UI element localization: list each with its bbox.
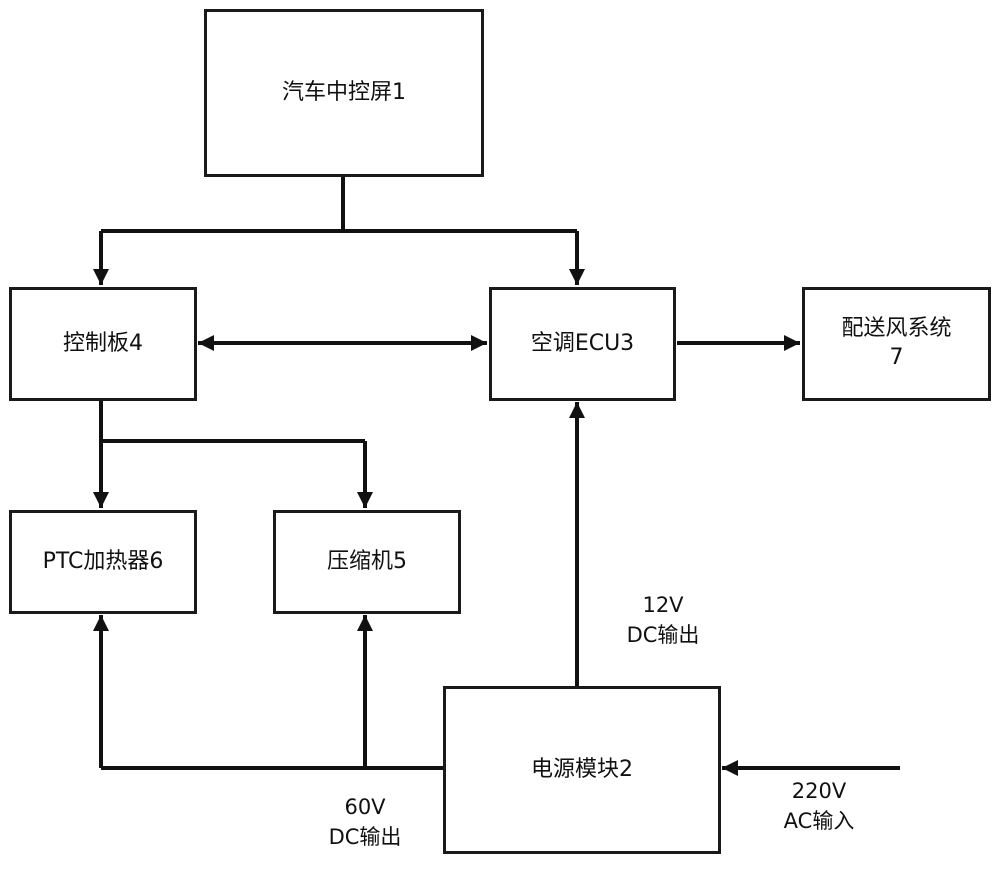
node-ac-ecu-label: 空调ECU3 [530, 330, 635, 356]
node-power-module-label: 电源模块2 [531, 756, 633, 782]
label-220v-line2: AC输入 [783, 809, 855, 834]
label-220v-line1: 220V [791, 779, 847, 803]
node-central-screen-label: 汽车中控屏1 [282, 79, 406, 105]
node-ac-ecu: 空调ECU3 [489, 287, 676, 401]
node-air-distribution-label-line1: 配送风系统 [841, 316, 952, 342]
label-60v-line1: 60V [344, 795, 386, 819]
node-air-distribution-label-line2: 7 [889, 345, 904, 370]
label-60v-dc-output: 60V DC输出 [300, 792, 430, 853]
node-compressor: 压缩机5 [273, 510, 461, 614]
label-60v-line2: DC输出 [328, 825, 402, 850]
edge-control-board-trunk [99, 400, 365, 443]
node-power-module: 电源模块2 [443, 686, 721, 854]
label-12v-line2: DC输出 [626, 623, 700, 648]
node-central-screen: 汽车中控屏1 [204, 9, 484, 177]
label-220v-ac-input: 220V AC输入 [754, 776, 884, 837]
node-control-board-label: 控制板4 [63, 330, 143, 356]
node-ptc-heater: PTC加热器6 [9, 510, 197, 614]
node-ptc-heater-label: PTC加热器6 [42, 548, 164, 574]
node-air-distribution: 配送风系统 7 [802, 287, 991, 401]
label-12v-line1: 12V [642, 593, 684, 617]
node-compressor-label: 压缩机5 [327, 548, 407, 574]
node-control-board: 控制板4 [9, 287, 197, 401]
label-12v-dc-output: 12V DC输出 [598, 590, 728, 651]
